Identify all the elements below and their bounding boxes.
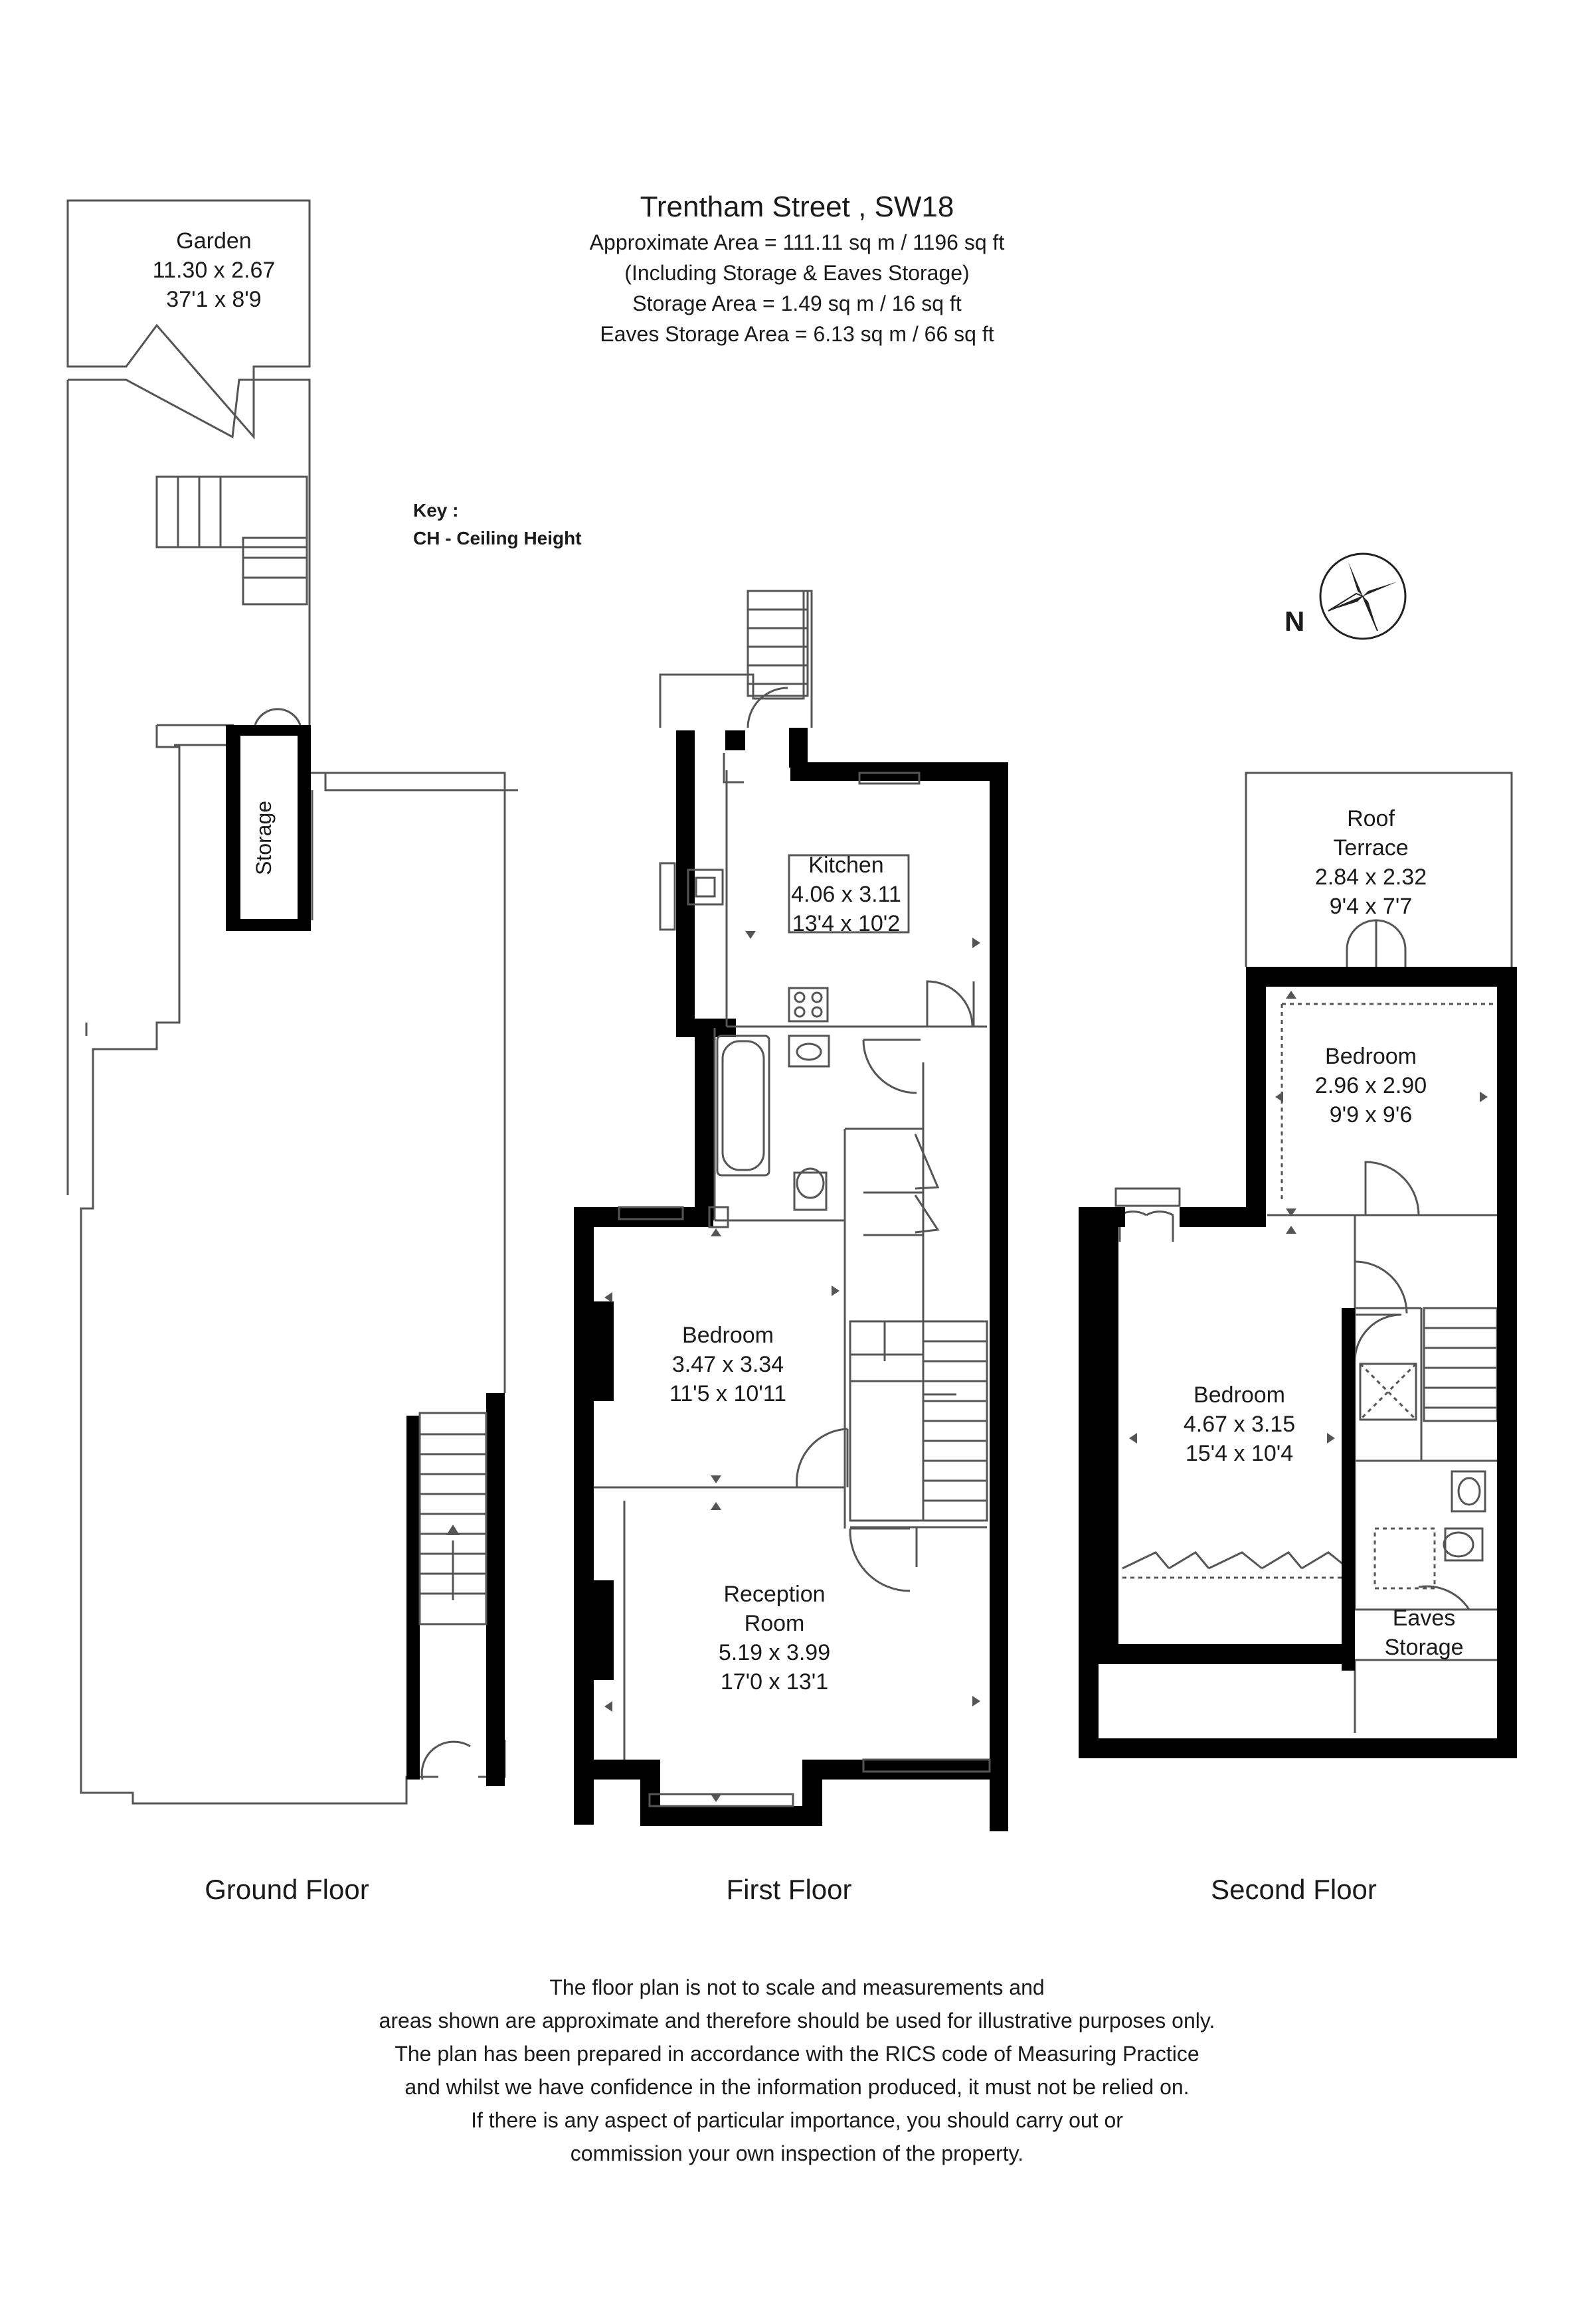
kitchen-label: Kitchen bbox=[808, 853, 883, 878]
second-floor-label: Second Floor bbox=[1211, 1874, 1377, 1905]
garden-lower-steps bbox=[242, 537, 308, 606]
bedroom-main-label: Bedroom bbox=[1194, 1382, 1285, 1408]
terrace-right-boundary bbox=[310, 772, 506, 1393]
eaves-storage-label-line2: Storage bbox=[1384, 1635, 1463, 1660]
bedroom-first-metric: 3.47 x 3.34 bbox=[672, 1352, 784, 1377]
lower-terrace-outline bbox=[80, 725, 438, 1805]
disclaimer-line: areas shown are approximate and therefor… bbox=[379, 2009, 1215, 2033]
bedroom-rear-label: Bedroom bbox=[1325, 1044, 1417, 1069]
storage-label: Storage bbox=[252, 801, 276, 875]
disclaimer-line: and whilst we have confidence in the inf… bbox=[404, 2075, 1190, 2099]
ground-floor-label: Ground Floor bbox=[205, 1874, 369, 1905]
area-inclusion-note: (Including Storage & Eaves Storage) bbox=[624, 261, 970, 285]
ground-floor-stair bbox=[406, 1393, 505, 1786]
eaves-storage-label-line1: Eaves bbox=[1393, 1606, 1456, 1631]
roof-terrace-label-line1: Roof bbox=[1347, 806, 1395, 831]
disclaimer-line: The plan has been prepared in accordance… bbox=[395, 2042, 1199, 2066]
roof-terrace-outline bbox=[1245, 772, 1513, 967]
storage-area: Storage Area = 1.49 sq m / 16 sq ft bbox=[632, 291, 962, 315]
reception-label-line1: Reception bbox=[723, 1582, 825, 1607]
approximate-area: Approximate Area = 111.11 sq m / 1196 sq… bbox=[589, 230, 1005, 254]
first-floor-plan bbox=[574, 590, 1008, 1831]
reception-imperial: 17'0 x 13'1 bbox=[721, 1669, 828, 1695]
first-floor-label: First Floor bbox=[727, 1874, 852, 1905]
storage-room bbox=[226, 708, 311, 931]
bedroom-main-imperial: 15'4 x 10'4 bbox=[1186, 1441, 1293, 1466]
reception-metric: 5.19 x 3.99 bbox=[719, 1640, 830, 1665]
garden-label: Garden bbox=[176, 228, 251, 254]
eaves-storage-area: Eaves Storage Area = 6.13 sq m / 66 sq f… bbox=[600, 322, 994, 346]
plan-header: Trentham Street , SW18 Approximate Area … bbox=[465, 187, 1129, 349]
key-ceiling-height: CH - Ceiling Height bbox=[413, 528, 582, 548]
reception-label-line2: Room bbox=[745, 1611, 805, 1636]
kitchen-imperial: 13'4 x 10'2 bbox=[792, 911, 900, 936]
garden-boundary bbox=[66, 199, 311, 440]
bedroom-first-label: Bedroom bbox=[682, 1323, 774, 1348]
garden-imperial: 37'1 x 8'9 bbox=[166, 287, 261, 312]
property-title: Trentham Street , SW18 bbox=[640, 191, 954, 223]
key-legend: Key : CH - Ceiling Height bbox=[413, 497, 582, 552]
garden-steps bbox=[155, 475, 308, 548]
disclaimer-line: The floor plan is not to scale and measu… bbox=[549, 1975, 1045, 1999]
roof-terrace-imperial: 9'4 x 7'7 bbox=[1330, 894, 1413, 919]
bedroom-first-imperial: 11'5 x 10'11 bbox=[669, 1381, 786, 1406]
key-heading: Key : bbox=[413, 500, 459, 521]
disclaimer: The floor plan is not to scale and measu… bbox=[266, 1971, 1328, 2170]
bedroom-rear-metric: 2.96 x 2.90 bbox=[1315, 1073, 1427, 1098]
bedroom-rear-imperial: 9'9 x 9'6 bbox=[1330, 1102, 1413, 1127]
compass-north-label: N bbox=[1284, 606, 1305, 637]
roof-terrace-metric: 2.84 x 2.32 bbox=[1315, 865, 1427, 890]
roof-terrace-label-line2: Terrace bbox=[1333, 835, 1408, 861]
garden-side-boundary bbox=[68, 378, 311, 725]
compass-icon bbox=[1319, 552, 1407, 640]
disclaimer-line: If there is any aspect of particular imp… bbox=[471, 2108, 1123, 2132]
second-floor-plan bbox=[1079, 772, 1517, 1758]
bedroom-main-metric: 4.67 x 3.15 bbox=[1184, 1412, 1295, 1437]
ground-floor-plan bbox=[66, 199, 518, 1805]
garden-metric: 11.30 x 2.67 bbox=[153, 258, 276, 283]
kitchen-metric: 4.06 x 3.11 bbox=[791, 882, 901, 907]
disclaimer-line: commission your own inspection of the pr… bbox=[570, 2141, 1024, 2165]
